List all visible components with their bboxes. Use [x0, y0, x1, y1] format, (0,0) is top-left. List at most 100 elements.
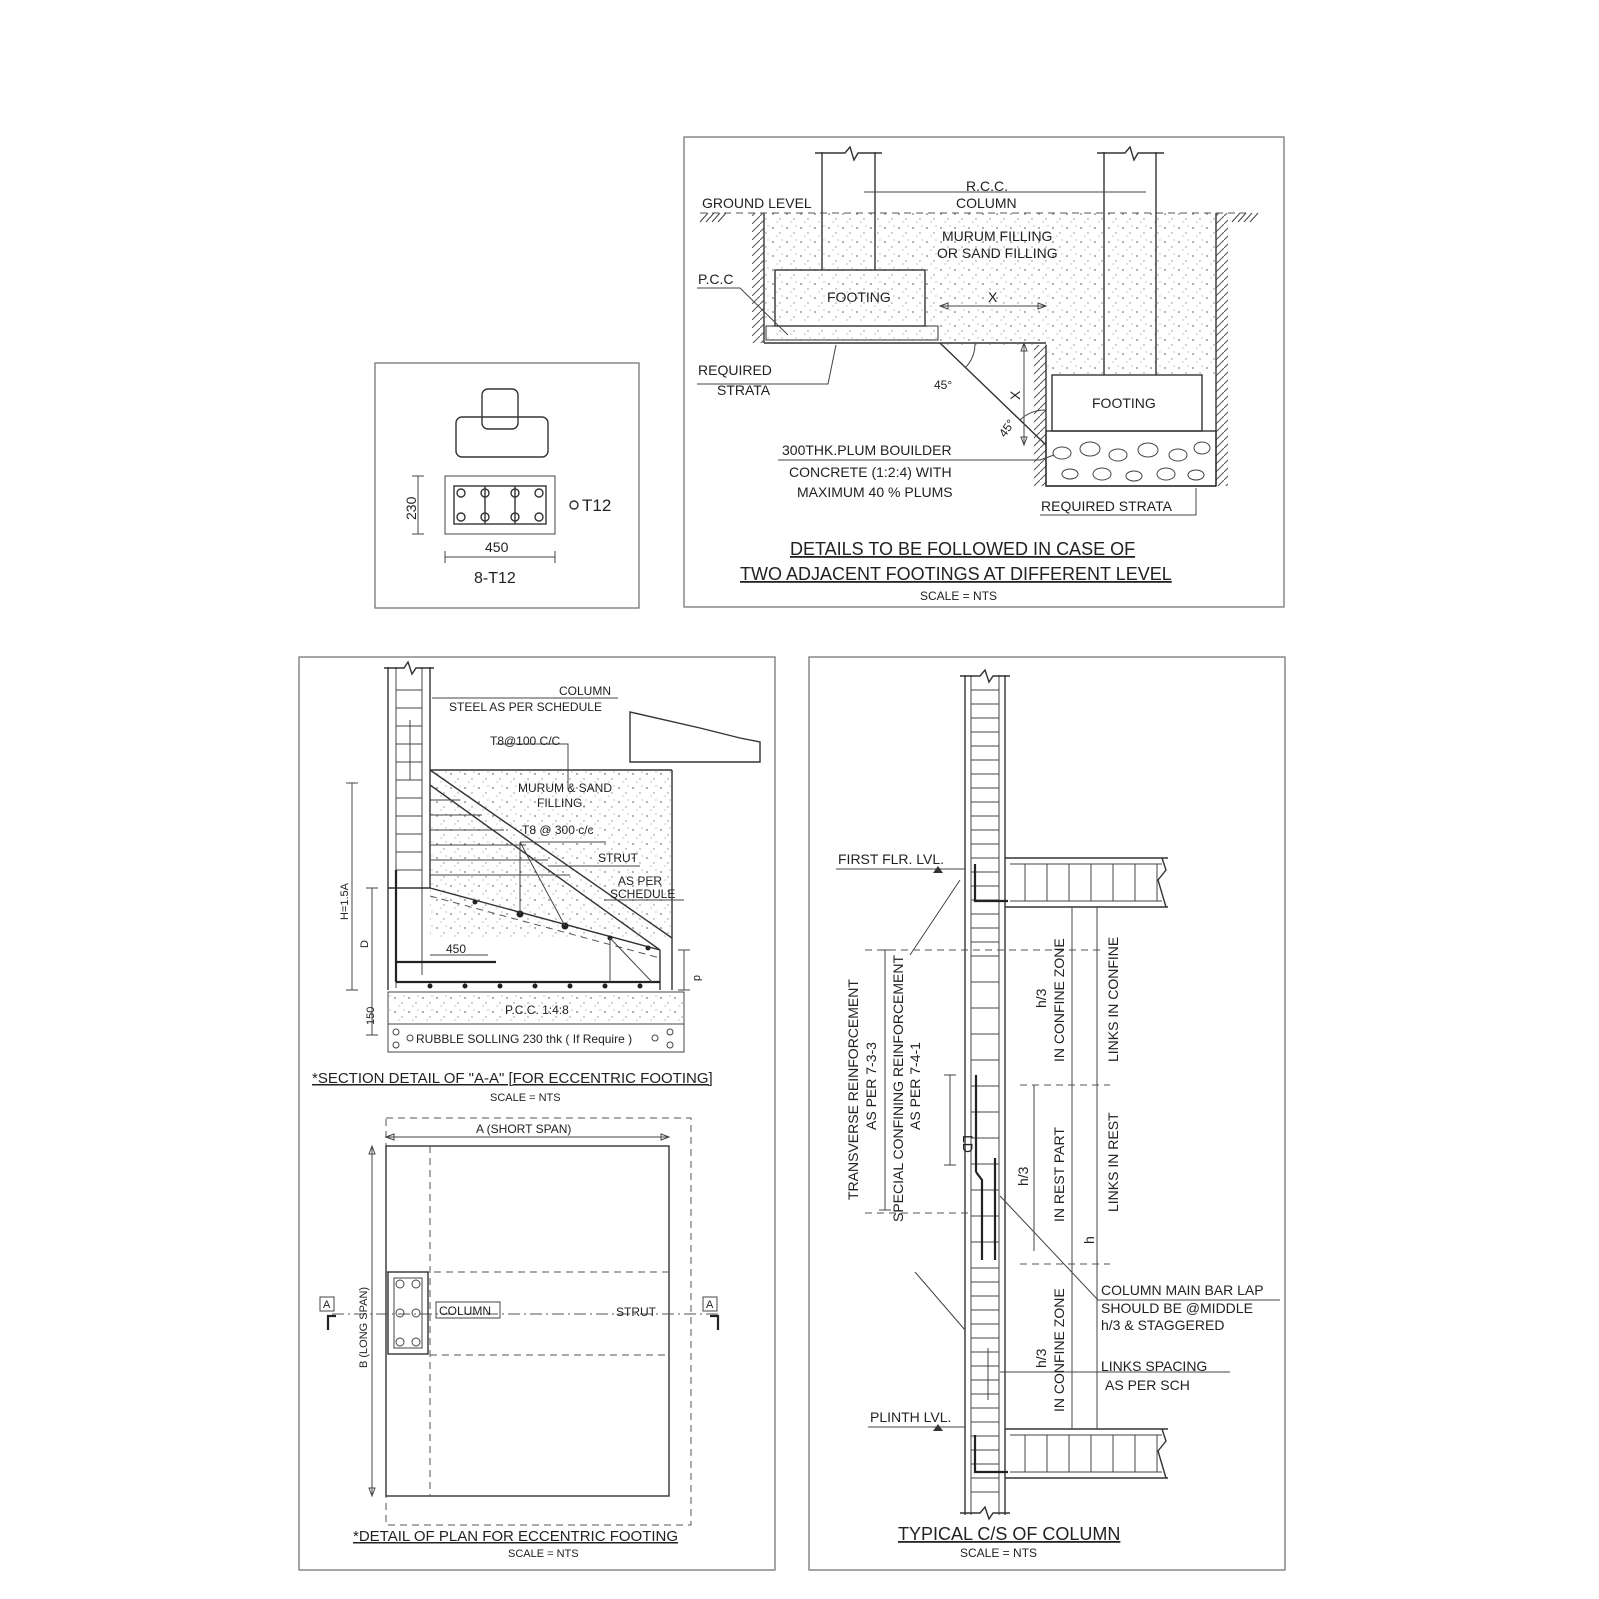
transverse-label-1: TRANSVERSE REINFORCEMENT	[845, 979, 861, 1200]
t8-300-label: T8 @ 300 c/c	[522, 823, 594, 837]
required-strata-label-2: STRATA	[717, 382, 771, 398]
column-stub-outline	[481, 388, 519, 430]
typical-column-detail: FIRST FLR. LVL. PLINTH LVL. TRANSVERSE R…	[808, 656, 1286, 1571]
spacing-label-2: AS PER SCH	[1105, 1377, 1190, 1393]
fill-label-1: MURUM & SAND	[518, 781, 612, 795]
dim-150-label: 150	[365, 1007, 377, 1025]
beam-stirrups	[1024, 864, 1158, 1472]
plan-column	[387, 1271, 429, 1355]
as-per-label-2: SCHEDULE	[610, 887, 675, 901]
section-marker-right: A	[706, 1299, 714, 1311]
t8-100-label: T8@100 C/C	[490, 734, 561, 748]
fill-label-1: MURUM FILLING	[942, 228, 1052, 244]
required-strata-label-1: REQUIRED	[698, 362, 772, 378]
column-ties	[971, 689, 999, 1493]
special-label-1: SPECIAL CONFINING REINFORCEMENT	[890, 954, 906, 1222]
adjacent-footings-detail: X X GROUND LEVEL R.C.C. COLUMN MURUM FIL…	[683, 136, 1285, 608]
lap-label-3: h/3 & STAGGERED	[1101, 1317, 1224, 1333]
links-confine-label: LINKS IN CONFINE	[1105, 937, 1121, 1062]
as-per-label-1: AS PER	[618, 874, 662, 888]
confine-bot-label: IN CONFINE ZONE	[1051, 1288, 1067, 1412]
strut-label: STRUT	[598, 851, 639, 865]
plan-scale: SCALE = NTS	[508, 1548, 579, 1560]
short-span-label: A (SHORT SPAN)	[476, 1122, 571, 1136]
strut-bars	[430, 799, 570, 876]
h3-mid-label: h/3	[1015, 1166, 1031, 1186]
plan-column-label: COLUMN	[439, 1304, 491, 1318]
d-small-label: d	[691, 975, 703, 981]
section-title: *SECTION DETAIL OF "A-A" [FOR ECCENTRIC …	[312, 1070, 713, 1087]
lower-footing-label: FOOTING	[1092, 395, 1156, 411]
plinth-label: PLINTH LVL.	[870, 1409, 951, 1425]
rubble-label: RUBBLE SOLLING 230 thk ( If Require )	[416, 1032, 632, 1046]
eccentric-footing-detail: COLUMN STEEL AS PER SCHEDULE T8@100 C/C …	[298, 656, 776, 1571]
adjacent-title-1: DETAILS TO BE FOLLOWED IN CASE OF	[790, 539, 1135, 559]
plan-strut-label: STRUT	[616, 1305, 657, 1319]
plan-footing-outline	[385, 1145, 670, 1497]
spacing-label-1: LINKS SPACING	[1101, 1358, 1207, 1374]
column-block-outline	[455, 416, 549, 458]
pcc-label: P.C.C	[698, 271, 734, 287]
plum-label-2: CONCRETE (1:2:4) WITH	[789, 464, 952, 480]
plan-title: *DETAIL OF PLAN FOR ECCENTRIC FOOTING	[353, 1528, 678, 1545]
first-floor-label: FIRST FLR. LVL.	[838, 851, 944, 867]
upper-pcc-layer	[765, 325, 939, 341]
bar-label: T12	[582, 496, 611, 515]
rubble-layer	[387, 1023, 685, 1053]
special-label-2: AS PER 7-4-1	[907, 1042, 923, 1130]
required-strata-lower-label: REQUIRED STRATA	[1041, 498, 1173, 514]
upper-footing-label: FOOTING	[827, 289, 891, 305]
dim-height-label: 230	[403, 496, 419, 520]
h3-bot-label: h/3	[1033, 1348, 1049, 1368]
ld-label: LD	[960, 1135, 976, 1153]
ground-level-label: GROUND LEVEL	[702, 195, 812, 211]
bar-count-label: 8-T12	[474, 570, 516, 587]
column-label-1: R.C.C.	[966, 178, 1008, 194]
plum-label-3: MAXIMUM 40 % PLUMS	[797, 484, 953, 500]
x-vertical-label: X	[1007, 390, 1023, 400]
column-frame	[808, 656, 1286, 1571]
adjacent-footings-frame	[683, 136, 1285, 608]
section-column-label: COLUMN	[559, 684, 611, 698]
column-title: TYPICAL C/S OF COLUMN	[898, 1524, 1120, 1544]
bar-symbol-icon	[569, 500, 579, 510]
section-scale: SCALE = NTS	[490, 1092, 561, 1104]
plum-label-1: 300THK.PLUM BOUILDER	[782, 442, 952, 458]
d-big-label: D	[359, 940, 371, 948]
h3-top-label: h/3	[1033, 988, 1049, 1008]
lap-label-2: SHOULD BE @MIDDLE	[1101, 1300, 1253, 1316]
angle-label-1: 45°	[934, 378, 952, 392]
column-label-2: COLUMN	[956, 195, 1017, 211]
rest-part-label: IN REST PART	[1051, 1127, 1067, 1222]
angle-label-2: 45°	[996, 417, 1018, 440]
dim-width-label: 450	[485, 539, 509, 555]
stirrup-outline	[453, 485, 547, 525]
links-rest-label: LINKS IN REST	[1105, 1112, 1121, 1212]
h-dimension-label: H=1.5A	[339, 882, 351, 920]
x-horizontal-label: X	[988, 289, 998, 305]
section-pcc-label: P.C.C. 1:4:8	[505, 1003, 569, 1017]
plan-outer-dashed	[385, 1117, 692, 1526]
column-scale: SCALE = NTS	[960, 1546, 1037, 1560]
column-ties	[396, 689, 422, 871]
confine-top-label: IN CONFINE ZONE	[1051, 938, 1067, 1062]
adjacent-scale: SCALE = NTS	[920, 589, 997, 603]
rebar-dots	[456, 488, 544, 522]
plum-concrete-layer	[1045, 430, 1217, 487]
long-span-label: B (LONG SPAN)	[358, 1287, 370, 1368]
pcc-layer	[387, 991, 685, 1025]
section-marker-left: A	[323, 1299, 331, 1311]
section-steel-label: STEEL AS PER SCHEDULE	[449, 700, 602, 714]
eccentric-frame	[298, 656, 776, 1571]
fill-label-2: FILLING.	[537, 796, 586, 810]
bar-section-frame	[374, 362, 640, 609]
lap-label-1: COLUMN MAIN BAR LAP	[1101, 1282, 1264, 1298]
h-label: h	[1081, 1236, 1097, 1244]
transverse-label-2: AS PER 7-3-3	[863, 1042, 879, 1130]
adjacent-title-2: TWO ADJACENT FOOTINGS AT DIFFERENT LEVEL	[740, 564, 1172, 584]
beam-section-outline	[444, 475, 556, 535]
bar-section-detail: 230 450 T12 8-T12	[374, 362, 640, 609]
fill-label-2: OR SAND FILLING	[937, 245, 1058, 261]
dim-450-label: 450	[446, 942, 466, 956]
